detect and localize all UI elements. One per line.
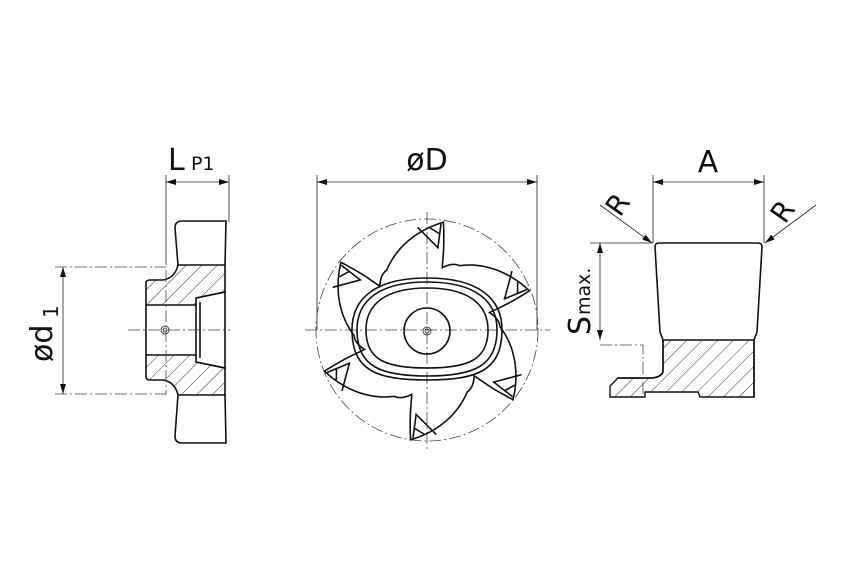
smax-label: S	[563, 316, 598, 335]
front-view: øD	[305, 143, 550, 450]
hub-contour-inner	[365, 287, 489, 369]
radius-left-leader	[599, 204, 653, 244]
d1-subscript: 1	[39, 305, 63, 318]
inserts	[326, 223, 528, 439]
hub-contour-middle	[356, 281, 498, 377]
radius-left-label: R	[599, 187, 637, 222]
hub-section-top	[145, 264, 226, 306]
smax-subscript: max.	[573, 268, 595, 315]
bottom-tooth	[174, 394, 227, 444]
cutting-insert	[417, 223, 442, 250]
cutting-insert	[412, 412, 437, 439]
cutting-insert	[491, 373, 522, 398]
d1-label: ød	[25, 325, 60, 362]
cutting-insert	[326, 361, 351, 392]
hub-contour-outer	[351, 277, 503, 381]
radius-right-leader	[764, 204, 817, 244]
lp1-label: L	[168, 143, 185, 178]
center-bore	[403, 307, 451, 355]
lp1-subscript: P1	[191, 153, 215, 175]
cutting-insert	[332, 264, 363, 289]
radius-right-label: R	[764, 194, 802, 229]
a-label: A	[698, 145, 719, 180]
body-section	[609, 339, 755, 398]
top-tooth	[174, 220, 227, 266]
side-view: L P1 ød 1	[25, 143, 230, 444]
detail-view: A R R S max.	[563, 145, 817, 398]
hub-section-bottom	[145, 354, 226, 396]
cutter-body	[323, 221, 531, 441]
cutting-insert	[503, 270, 528, 301]
od-label: øD	[406, 143, 447, 178]
